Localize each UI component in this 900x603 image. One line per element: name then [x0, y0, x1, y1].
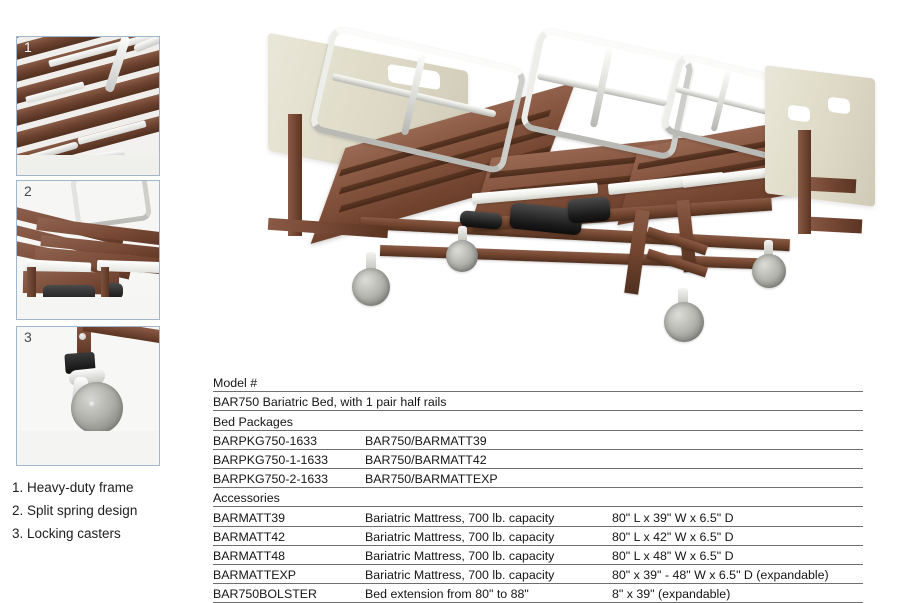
- table-row: BARMATT42 Bariatric Mattress, 700 lb. ca…: [213, 527, 863, 546]
- cell-model-number: Accessories: [213, 491, 280, 506]
- table-row: Bed Packages: [213, 411, 863, 431]
- cell-model-number: BARMATT39: [213, 510, 286, 525]
- cell-dimensions: 8" x 39" (expandable): [612, 587, 731, 602]
- bed-motor-foot: [567, 196, 611, 224]
- cell-model-number: BARPKG750-2-1633: [213, 472, 329, 487]
- caster-stem: [764, 240, 773, 258]
- thumbnail-1-image: [17, 37, 159, 175]
- specification-table: Model # BAR750 Bariatric Bed, with 1 pai…: [213, 373, 863, 603]
- footboard-slot-left: [788, 104, 810, 123]
- thumbnail-2-image: [17, 181, 159, 319]
- table-row: BARMATT48 Bariatric Mattress, 700 lb. ca…: [213, 546, 863, 565]
- thumbnail-3-image: [17, 327, 159, 465]
- table-row: BARMATTEXP Bariatric Mattress, 700 lb. c…: [213, 565, 863, 585]
- cell-description: BAR750/BARMATT39: [365, 433, 487, 448]
- thumbnail-1-heavy-duty-frame[interactable]: 1: [16, 36, 160, 176]
- thumbnail-3-locking-casters[interactable]: 3: [16, 326, 160, 466]
- table-row: BARPKG750-2-1633 BAR750/BARMATTEXP: [213, 469, 863, 489]
- caster-stem: [366, 252, 376, 272]
- cell-model-number: BARPKG750-1-1633: [213, 452, 329, 467]
- cell-model-number: Model #: [213, 376, 258, 391]
- cell-model-number: Bed Packages: [213, 414, 293, 429]
- thumbnail-1-number: 1: [24, 39, 32, 55]
- footboard-bracket-lower: [805, 216, 863, 234]
- cell-description: Bed extension from 80" to 88": [365, 587, 529, 602]
- cell-model-number: BAR750BOLSTER: [213, 587, 317, 602]
- cell-dimensions: 80" L x 39" W x 6.5" D: [612, 510, 734, 525]
- cell-description: Bariatric Mattress, 700 lb. capacity: [365, 510, 555, 525]
- table-row: BARPKG750-1-1633 BAR750/BARMATT42: [213, 450, 863, 469]
- base-frame-longitudinal-lower: [379, 245, 781, 270]
- caster-stem: [678, 288, 688, 308]
- thumbnail-3-number: 3: [24, 329, 32, 345]
- table-row: BAR750 Bariatric Bed, with 1 pair half r…: [213, 392, 863, 412]
- table-row: BAR750BOLSTER Bed extension from 80" to …: [213, 584, 863, 603]
- caption-item-3: 3. Locking casters: [12, 526, 121, 541]
- footboard-slot-right: [828, 96, 850, 115]
- caption-item-1: 1. Heavy-duty frame: [12, 480, 134, 495]
- cell-model-number: BARMATT48: [213, 548, 286, 563]
- product-hero-image: [210, 0, 900, 370]
- caster-wheel-left-front[interactable]: [352, 268, 390, 306]
- cell-description: Bariatric Mattress, 700 lb. capacity: [365, 529, 555, 544]
- caster-stem: [458, 226, 467, 244]
- head-end-column: [288, 114, 302, 236]
- cell-model-number: BARPKG750-1633: [213, 433, 318, 448]
- caster-wheel-left-rear[interactable]: [446, 240, 478, 272]
- table-row: BARPKG750-1633 BAR750/BARMATT39: [213, 431, 863, 450]
- caption-item-2: 2. Split spring design: [12, 503, 138, 518]
- footboard-column: [798, 130, 811, 234]
- caster-wheel-right-rear[interactable]: [752, 254, 786, 288]
- cell-description: BAR750/BARMATT42: [365, 452, 487, 467]
- cell-model-number: BARMATTEXP: [213, 568, 297, 583]
- cell-description: BAR750/BARMATTEXP: [365, 472, 498, 487]
- feature-caption-list: 1. Heavy-duty frame 2. Split spring desi…: [12, 476, 202, 545]
- thumbnail-column: 1 2: [0, 0, 200, 600]
- cell-dimensions: 80" L x 48" W x 6.5" D: [612, 548, 734, 563]
- thumbnail-2-split-spring-design[interactable]: 2: [16, 180, 160, 320]
- cell-description: Bariatric Mattress, 700 lb. capacity: [365, 548, 555, 563]
- cell-description: Bariatric Mattress, 700 lb. capacity: [365, 568, 555, 583]
- table-row: Accessories: [213, 488, 863, 508]
- footboard-bracket-upper: [805, 176, 857, 194]
- table-row: Model #: [213, 373, 863, 393]
- cell-model-number: BAR750 Bariatric Bed, with 1 pair half r…: [213, 395, 447, 410]
- table-row: BARMATT39 Bariatric Mattress, 700 lb. ca…: [213, 507, 863, 527]
- cell-model-number: BARMATT42: [213, 529, 286, 544]
- caster-wheel-right-front[interactable]: [664, 302, 704, 342]
- cell-dimensions: 80" L x 42" W x 6.5" D: [612, 529, 734, 544]
- cell-dimensions: 80" x 39" - 48" W x 6.5" D (expandable): [612, 568, 829, 583]
- thumbnail-2-number: 2: [24, 183, 32, 199]
